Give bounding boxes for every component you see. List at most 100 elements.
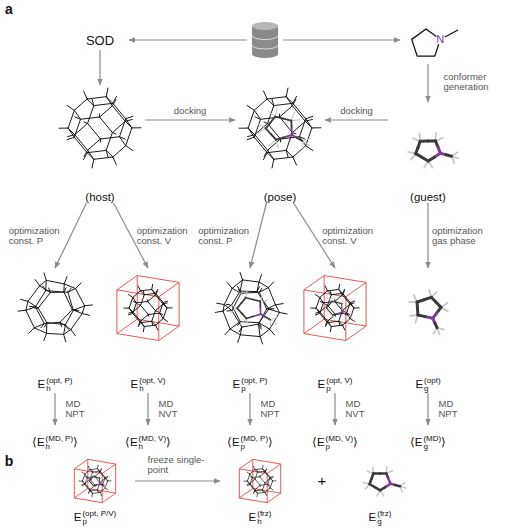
script-stack: (MD, V)h — [139, 435, 167, 451]
bond — [332, 301, 337, 302]
bond — [330, 312, 333, 315]
bond — [271, 117, 276, 123]
arrow-label: optimization const. V — [322, 225, 378, 246]
arrow-label: optimization const. V — [137, 225, 193, 246]
process-arrow — [145, 119, 235, 120]
energy-symbol: ⟨E — [227, 437, 240, 449]
cell-box — [117, 276, 179, 341]
bond — [327, 305, 330, 309]
node-label: ⟨E(MD, V)h⟩ — [125, 435, 171, 451]
hydrogen-bond — [408, 133, 458, 168]
energy-symbol: E — [369, 512, 377, 524]
guest-molecule — [322, 296, 353, 320]
structure-node: E(frz)h — [220, 456, 300, 526]
cell-box — [304, 276, 366, 341]
process-arrow — [147, 393, 148, 425]
node-label: E(opt, V)p — [318, 377, 353, 393]
node-label: ⟨E(MD)g⟩ — [410, 435, 446, 451]
structure-node: E(opt)g — [388, 268, 468, 393]
process-arrow — [325, 119, 388, 120]
superscript: (MD) — [423, 435, 441, 443]
bond — [246, 298, 253, 300]
energy-symbol: ⟨E — [125, 437, 138, 449]
subscript: h — [46, 443, 50, 451]
plus-sign: + — [318, 473, 327, 490]
script-stack: (MD)g — [423, 435, 441, 451]
energy-symbol: E — [131, 379, 139, 391]
subscript: h — [46, 385, 50, 393]
bond — [337, 312, 342, 313]
structure-node: ⟨E(MD, P)p⟩ — [210, 425, 290, 451]
bond — [291, 128, 293, 135]
process-arrow — [135, 480, 220, 481]
superscript: (opt, P) — [241, 377, 267, 385]
structure-node: ⟨E(MD, P)h⟩ — [15, 425, 95, 451]
energy-symbol: ⟨E — [410, 437, 423, 449]
bond — [254, 314, 261, 316]
superscript: (opt, V) — [326, 377, 352, 385]
angle-bracket: ⟩ — [353, 437, 358, 449]
cell-box — [74, 459, 115, 502]
node-label: E(opt, P)p — [233, 377, 268, 393]
bond — [237, 308, 242, 313]
hydrogen-bond — [363, 467, 406, 496]
bond — [345, 314, 348, 316]
subscript: g — [424, 385, 428, 393]
process-arrow — [54, 393, 55, 425]
script-stack: (MD, V)p — [326, 435, 354, 451]
database-body — [252, 26, 278, 58]
bond — [446, 155, 452, 157]
angle-bracket: ⟩ — [441, 437, 446, 449]
process-arrow — [334, 393, 335, 425]
subscript: p — [82, 518, 86, 526]
source-arrow — [283, 39, 400, 40]
node-label: E(opt, P/V)p — [74, 510, 116, 526]
sodalite-cage — [124, 284, 172, 331]
guest-molecule — [409, 290, 448, 334]
subscript: p — [241, 385, 245, 393]
node-label: SOD — [86, 34, 114, 47]
superscript: (opt) — [424, 377, 440, 385]
bond — [341, 304, 342, 308]
sodalite-cage — [59, 88, 141, 168]
script-stack: (MD, P)h — [46, 435, 74, 451]
bond — [266, 128, 271, 134]
arrow-label: freeze single-point — [148, 455, 208, 476]
angle-bracket: ⟩ — [166, 437, 171, 449]
bond — [329, 301, 332, 305]
hydrogen-bond — [409, 290, 448, 334]
angle-bracket: ⟩ — [73, 437, 78, 449]
structure-drawings — [18, 88, 458, 503]
structure-node: (pose) — [235, 85, 325, 203]
energy-symbol: E — [74, 512, 82, 524]
node-label: ⟨E(MD, P)h⟩ — [32, 435, 78, 451]
node-label: ⟨E(MD, V)p⟩ — [312, 435, 358, 451]
structure-node: E(opt, P/V)p — [55, 456, 135, 526]
bond — [297, 138, 302, 141]
structure-node: E(opt, P)p — [210, 268, 290, 393]
arrow-label: MD NPT — [439, 399, 458, 420]
arrow-label: optimization const. P — [9, 225, 65, 246]
subscript: p — [326, 443, 330, 451]
node-text: SOD — [86, 34, 114, 47]
hydrogen-bond — [231, 290, 277, 327]
script-stack: (opt, P)h — [46, 377, 72, 393]
arrow-label: MD NPT — [66, 399, 85, 420]
angle-bracket: ⟩ — [268, 437, 273, 449]
guest-molecule — [408, 133, 458, 168]
panel-letter: a — [5, 2, 13, 17]
node-label: E(frz)g — [369, 510, 392, 526]
process-arrow — [249, 393, 250, 425]
superscript: (opt, P/V) — [82, 510, 116, 518]
script-stack: (frz)g — [377, 510, 391, 526]
skeletal-molecule — [412, 29, 458, 56]
arrow-label: conformer generation — [444, 72, 489, 93]
bond — [290, 121, 292, 128]
subscript: g — [423, 443, 427, 451]
atom-symbol: N — [436, 33, 444, 45]
conformer-arrow — [427, 64, 428, 102]
guest-molecule — [86, 473, 106, 489]
bond — [102, 485, 104, 486]
bond — [241, 298, 245, 303]
